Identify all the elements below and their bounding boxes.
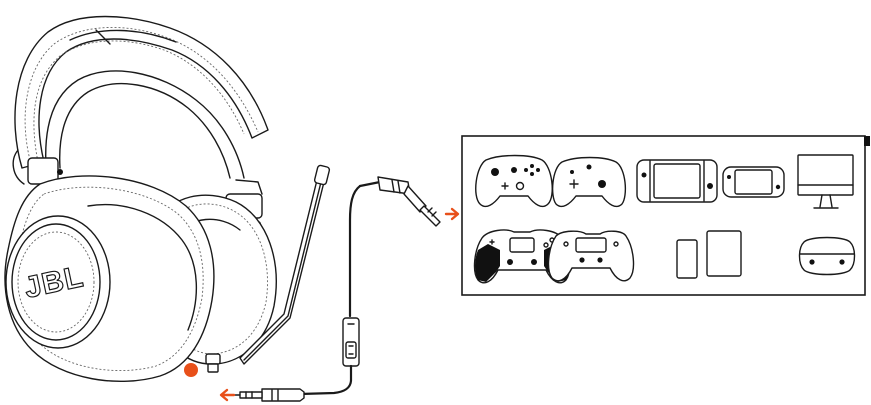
arrow-to-pc-adapter [221, 390, 234, 400]
tablet-icon [707, 231, 741, 276]
nintendo-switch-lite-icon [723, 167, 784, 197]
headband [15, 17, 268, 169]
headset: JBL [5, 17, 276, 382]
bottom-3-5mm-plug [234, 389, 304, 401]
compatible-devices-panel [462, 136, 870, 295]
vr-headset-icon [800, 238, 855, 275]
phone-icon [677, 240, 697, 278]
connection-point-marker [184, 363, 198, 377]
top-3-5mm-plug [378, 177, 440, 226]
arrow-to-devices [446, 209, 458, 219]
nintendo-switch-icon [637, 160, 717, 202]
